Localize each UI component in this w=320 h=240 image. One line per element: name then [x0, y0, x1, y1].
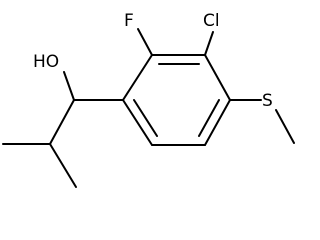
- bond-carbinol-hydroxyl: [63, 71, 75, 101]
- fluorine-atom-label: F: [124, 11, 134, 31]
- bond-isopropyl-methyl-bottom: [49, 143, 77, 188]
- bond-c3-chlorine: [204, 31, 214, 56]
- ring-bond-c3-c4: [204, 54, 231, 101]
- bond-c2-fluorine: [137, 28, 153, 56]
- hydroxyl-group-label: HO: [33, 52, 59, 72]
- chlorine-atom-label: Cl: [203, 11, 220, 31]
- ring-double-bond-c4-c5: [198, 99, 220, 137]
- molecule-structure-diagram: F Cl S HO: [2, 11, 295, 188]
- ring-double-bond-c6-c1: [133, 99, 158, 137]
- ring-bond-c6-c1: [122, 99, 153, 146]
- bond-carbinol-isopropyl: [49, 99, 75, 145]
- ring-bond-c1-c2: [122, 54, 153, 101]
- sulfur-atom-label: S: [262, 91, 273, 111]
- bond-sulfur-methyl: [275, 109, 295, 144]
- ring-bond-c4-c5: [204, 99, 231, 146]
